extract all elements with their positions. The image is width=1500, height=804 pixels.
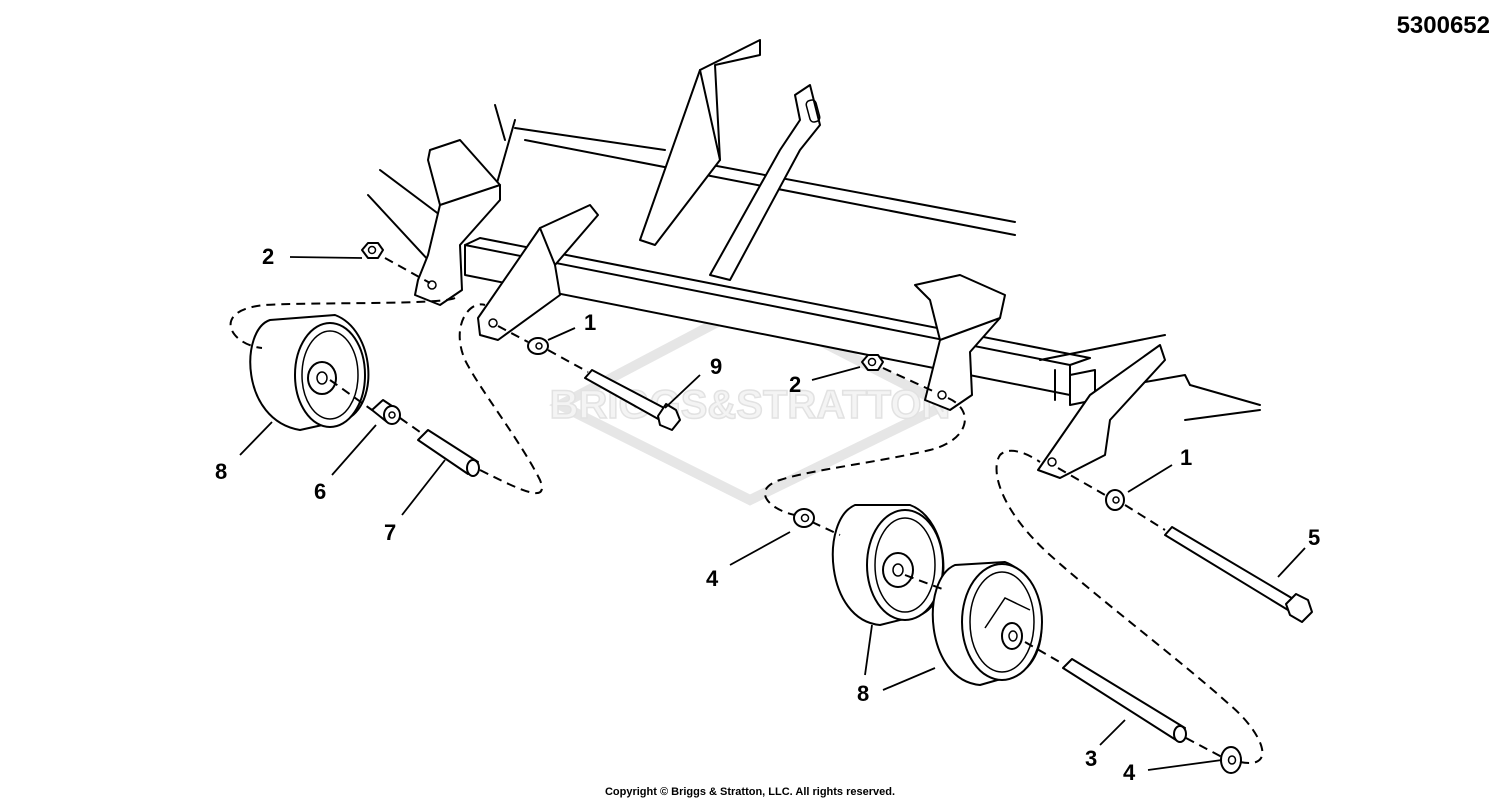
assembly-lines: [229, 257, 1264, 765]
washer-right: [1105, 489, 1125, 511]
leader-lines: [239, 256, 1306, 771]
spacer-6: [371, 399, 401, 425]
callout-1-right: 1: [1180, 445, 1192, 470]
diagram-number: 5300652: [1396, 12, 1490, 39]
washer-4-lower: [1220, 746, 1242, 774]
washer-left: [527, 337, 549, 355]
callout-2-right: 2: [789, 372, 801, 397]
washer-4-upper: [793, 508, 815, 528]
callout-7: 7: [384, 520, 396, 545]
callout-5: 5: [1308, 525, 1320, 550]
wheel-right-inner: [831, 504, 945, 626]
bolt-9: [584, 369, 681, 431]
callout-8-left: 8: [215, 459, 227, 484]
callout-9: 9: [710, 354, 722, 379]
lock-nut-right: [861, 354, 884, 371]
deck-frame: [367, 39, 1261, 479]
wheel-right-outer: [931, 561, 1043, 686]
callout-3: 3: [1085, 746, 1097, 771]
bolt-5: [1164, 526, 1313, 623]
callouts: 2 1 9 2 1 5 8 6 7 4 8 3 4: [215, 244, 1320, 785]
axle-3: [1062, 658, 1187, 743]
callout-1-left: 1: [584, 310, 596, 335]
lock-nut-left: [361, 242, 384, 259]
copyright-notice: Copyright © Briggs & Stratton, LLC. All …: [604, 786, 896, 798]
callout-6: 6: [314, 479, 326, 504]
callout-4-lower: 4: [1123, 760, 1136, 785]
callout-4-upper: 4: [706, 566, 719, 591]
axle-7: [417, 429, 480, 477]
callout-2-left: 2: [262, 244, 274, 269]
wheel-left: [249, 314, 370, 431]
callout-8-right: 8: [857, 681, 869, 706]
